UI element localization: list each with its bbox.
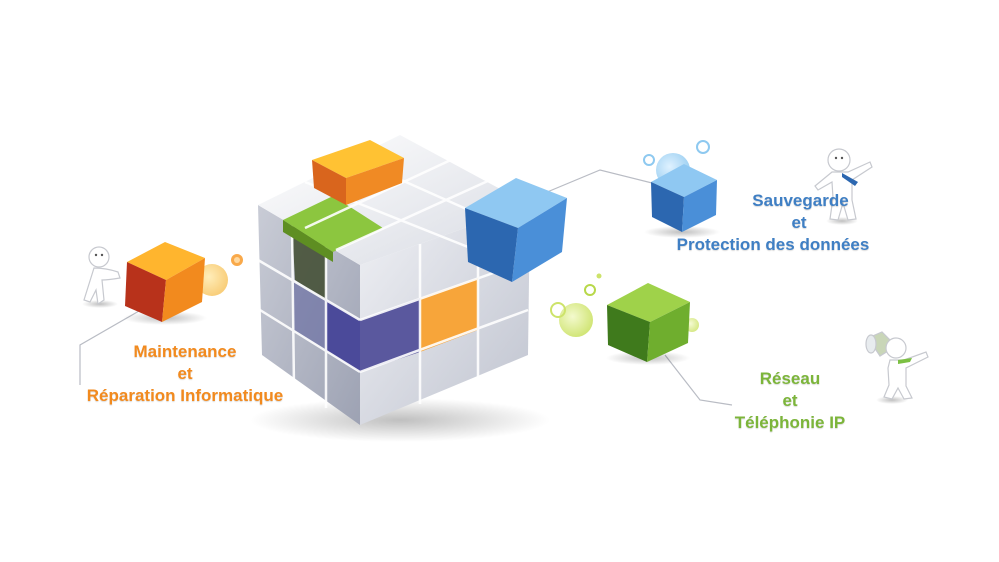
reseau-line1: Réseau [759, 369, 821, 388]
person-megaphone-icon [865, 331, 929, 404]
maintenance-line1: Maintenance [133, 342, 237, 361]
cube-shadow [250, 398, 550, 442]
maintenance-line3: Réparation Informatique [86, 386, 284, 405]
sauvegarde-cube-icon [643, 140, 720, 238]
reseau-label: Réseau et Téléphonie IP [690, 368, 890, 434]
reseau-line2: et [782, 391, 798, 410]
reseau-cube-icon [550, 273, 699, 365]
central-cube-icon [257, 135, 567, 425]
maintenance-label: Maintenance et Réparation Informatique [60, 341, 310, 407]
sauvegarde-label: Sauvegarde et Protection des données [648, 190, 898, 256]
maintenance-line2: et [177, 364, 193, 383]
person-presenting-icon [814, 148, 873, 225]
sauvegarde-line1: Sauvegarde [752, 191, 849, 210]
reseau-line3: Téléphonie IP [734, 413, 846, 432]
maintenance-cube-icon [123, 242, 243, 325]
sauvegarde-line2: et [791, 213, 807, 232]
sauvegarde-line3: Protection des données [676, 235, 870, 254]
person-pushing-cube-icon [82, 246, 121, 308]
